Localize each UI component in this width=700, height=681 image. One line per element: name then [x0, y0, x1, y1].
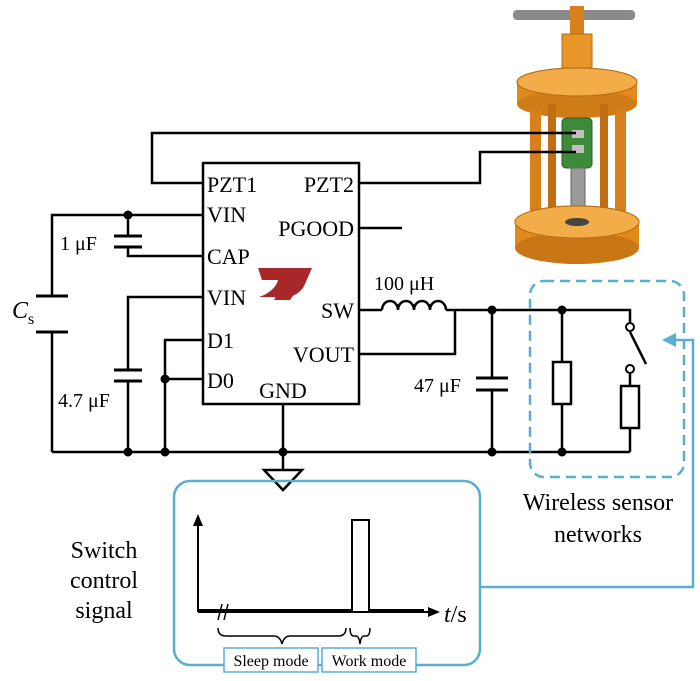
control-arrowhead — [662, 333, 676, 347]
work-mode-label: Work mode — [332, 653, 407, 670]
circuit-wires — [50, 131, 648, 492]
pin-cap: CAP — [207, 244, 250, 269]
harvester-ic — [201, 161, 361, 406]
pulse-trace — [198, 519, 424, 611]
control-arrow-line — [480, 338, 695, 589]
switch-contact — [625, 364, 635, 374]
cap-1uf-label: 1 μF — [60, 233, 97, 255]
pin-vin-1: VIN — [207, 202, 246, 227]
cap-47uf-label: 47 μF — [414, 375, 461, 397]
wsn-box — [528, 279, 686, 479]
capacitors — [36, 234, 508, 392]
control-signal-box — [172, 479, 482, 667]
device-pillar — [615, 110, 626, 228]
signal-plot — [193, 514, 440, 645]
pin-d0: D0 — [207, 368, 234, 393]
load-resistor — [619, 384, 641, 430]
pin-vin-2: VIN — [207, 285, 246, 310]
load-resistor — [551, 360, 573, 406]
switch-label-line1: Switch — [71, 538, 138, 564]
junction-dots — [123, 210, 567, 457]
inductor-label: 100 μH — [374, 273, 434, 295]
sleep-mode-box — [223, 647, 319, 673]
pin-gnd: GND — [259, 378, 307, 403]
inductor-symbol — [380, 299, 448, 311]
wsn-label-line1: Wireless sensor — [523, 490, 673, 516]
pin-pgood: PGOOD — [278, 216, 354, 241]
cap-4-7uf-label: 4.7 μF — [58, 390, 110, 412]
switch-blade — [628, 331, 648, 365]
device-pillar — [530, 110, 541, 228]
switch-label-line2: control — [70, 568, 138, 594]
piezo-stack — [561, 117, 593, 169]
work-mode-box — [321, 647, 417, 673]
time-axis-label: t/s — [444, 602, 467, 628]
switch-contact — [625, 322, 635, 332]
pin-pzt2: PZT2 — [304, 172, 354, 197]
wsn-label-line2: networks — [554, 522, 642, 548]
pin-sw: SW — [321, 298, 354, 323]
pin-pzt1: PZT1 — [207, 172, 257, 197]
piezo-device-illustration — [513, 6, 640, 264]
pin-vout: VOUT — [293, 342, 355, 367]
cap-cs-label: Cs — [12, 298, 34, 328]
pin-d1: D1 — [207, 328, 234, 353]
switch-label-line3: signal — [75, 598, 133, 624]
sleep-mode-label: Sleep mode — [233, 653, 308, 670]
